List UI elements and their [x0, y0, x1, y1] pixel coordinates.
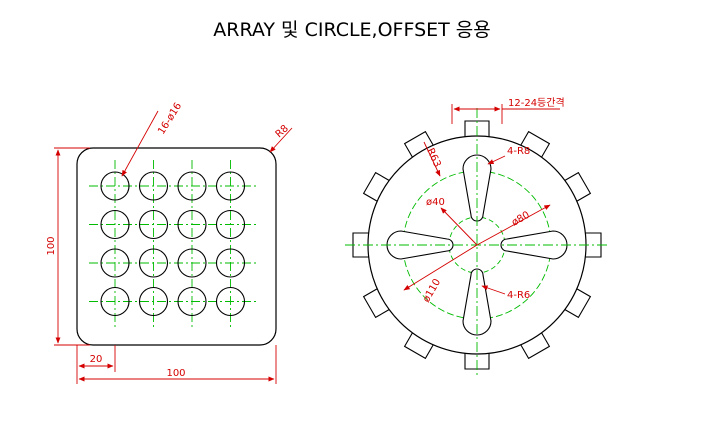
- hole-circle: [138, 171, 169, 201]
- hole-count-label: 16-ø16: [156, 101, 184, 137]
- hole-circle: [138, 248, 169, 278]
- slot-bottom-radius-label: 4-R6: [507, 290, 530, 301]
- hole-circle: [177, 286, 207, 317]
- radius-63-label: R63: [424, 147, 442, 169]
- hole-circle: [215, 209, 246, 240]
- right-drawing: 12-24등간격 4-R8 R63 ø40 ø80 ø110 4-R6: [345, 96, 610, 378]
- left-drawing: 16-ø16 R8 100 20 100: [46, 101, 293, 384]
- tab: [403, 332, 434, 360]
- tab-ring: [352, 120, 602, 370]
- tab: [520, 332, 551, 360]
- hole-circle: [177, 209, 207, 240]
- hole-grid: [89, 160, 257, 328]
- right-centerlines: [345, 108, 610, 378]
- height-dimension-label: 100: [46, 236, 57, 255]
- hole-circle: [215, 248, 246, 278]
- width-dimension-label: 100: [166, 368, 185, 379]
- mid-diameter-label: ø80: [510, 210, 532, 229]
- tab: [362, 288, 390, 319]
- tab: [564, 288, 592, 319]
- slot-top-radius-label: 4-R8: [507, 146, 530, 157]
- hole-circle: [100, 209, 130, 240]
- hole-circle: [215, 171, 246, 201]
- hole-circle: [215, 286, 246, 317]
- hole-circle: [138, 286, 169, 317]
- hole-circle: [100, 248, 130, 278]
- tab: [362, 171, 390, 202]
- outer-diameter-label: ø110: [421, 277, 443, 304]
- inner-diameter-label: ø40: [426, 197, 445, 208]
- tab-spacing-label: 12-24등간격: [508, 96, 565, 109]
- tab: [403, 130, 434, 158]
- corner-radius-label: R8: [274, 123, 291, 140]
- hole-circle: [138, 209, 169, 240]
- hole-circle: [100, 171, 130, 201]
- left-dimensions: [54, 110, 293, 384]
- tab: [564, 171, 592, 202]
- offset-dimension-label: 20: [90, 354, 103, 365]
- plate-outline: [76, 147, 277, 346]
- hole-circle: [177, 248, 207, 278]
- page-title: ARRAY 및 CIRCLE,OFFSET 응용: [213, 19, 491, 41]
- hole-circle: [100, 286, 130, 317]
- hole-circle: [177, 171, 207, 201]
- right-dimensions: [403, 104, 560, 295]
- tab: [520, 130, 551, 158]
